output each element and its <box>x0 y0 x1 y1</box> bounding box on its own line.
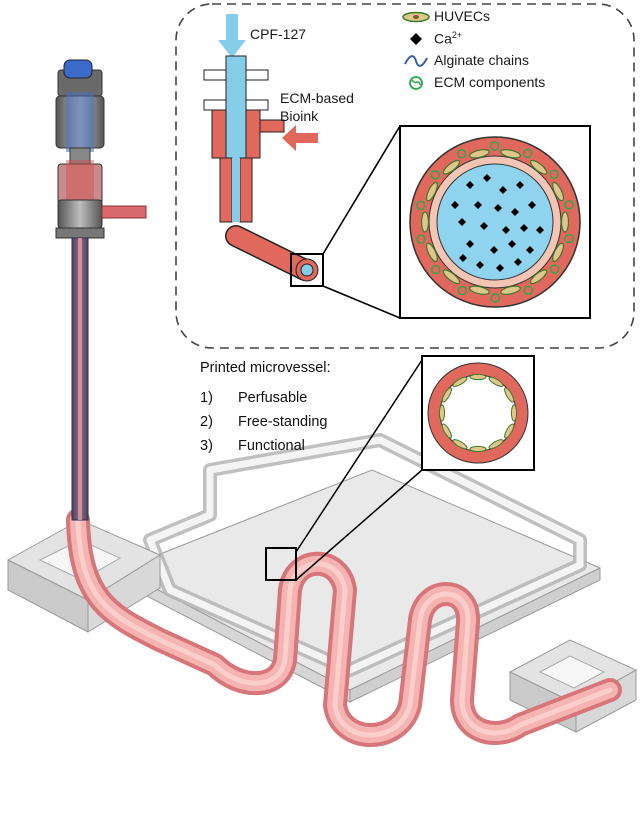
calcium-ion-dot <box>494 204 502 212</box>
inset-nozzle-cross-section <box>203 55 285 223</box>
vessel-zoom-marker <box>265 547 297 581</box>
calcium-ion-dot <box>474 201 482 209</box>
calcium-ion-dot <box>490 246 498 254</box>
ecm-component <box>523 285 533 296</box>
huvec-cell-icon <box>402 11 430 23</box>
calcium-ion-dot <box>466 181 474 189</box>
bioink-label-line1: ECM-based <box>280 90 354 106</box>
legend-label: Alginate chains <box>434 52 529 68</box>
huvec-cell <box>469 149 490 159</box>
huvec-cell <box>529 159 548 175</box>
huvec-cell <box>469 285 490 295</box>
bioink-arrow <box>282 125 318 151</box>
calcium-ion-dot <box>516 181 524 189</box>
legend-label: Ca2+ <box>434 30 463 47</box>
huvec-cell <box>488 376 504 387</box>
ecm-component <box>564 200 574 210</box>
huvec-cell <box>552 242 565 263</box>
ecm-component <box>490 293 501 303</box>
ecm-component <box>457 148 467 159</box>
huvec-cell <box>469 445 487 453</box>
calcium-ion-dot <box>483 174 491 182</box>
huvec-cell <box>438 404 446 422</box>
ecm-component <box>549 264 560 274</box>
coaxial-nozzle-assembly <box>55 59 147 521</box>
huvec-cell <box>552 181 565 202</box>
huvec-cell <box>452 376 468 387</box>
alginate-chain-icon <box>404 55 428 67</box>
vessel-cross-section-large <box>399 125 591 319</box>
calcium-ion-dot <box>536 226 544 234</box>
calcium-ion-dots <box>451 174 544 272</box>
calcium-ion-dot <box>514 258 522 266</box>
calcium-ion-dot <box>511 208 519 216</box>
huvec-cell <box>510 404 518 422</box>
calcium-ion-dot <box>476 261 484 269</box>
printed-microvessel-heading: Printed microvessel: <box>200 360 331 376</box>
ecm-component <box>522 148 533 159</box>
ecm-component <box>549 169 559 180</box>
huvec-cell <box>488 439 504 450</box>
ecm-component <box>457 285 468 296</box>
calcium-ion-dot <box>502 226 510 234</box>
legend-label: ECM components <box>434 74 546 90</box>
huvec-cell <box>425 181 438 202</box>
huvec-cell <box>504 423 515 439</box>
ecm-component <box>489 141 500 151</box>
cpf-127-label: CPF-127 <box>250 26 307 42</box>
huvec-cell <box>500 285 521 295</box>
legend: HUVECs Ca2+ Alginate chains ECM componen… <box>402 8 622 108</box>
printed-serpentine-vessel <box>66 508 622 747</box>
calcium-ion-dot <box>499 186 507 194</box>
calcium-ion-dot <box>508 240 516 248</box>
huvec-cell <box>441 423 452 439</box>
calcium-ion-dot <box>526 246 534 254</box>
calcium-ion-dot <box>528 201 536 209</box>
huvec-cell <box>500 149 521 159</box>
ecm-component <box>564 233 574 244</box>
printed-microvessel-block: Printed microvessel: 1)Perfusable 2)Free… <box>200 360 331 454</box>
huvec-cell <box>452 439 468 450</box>
cpf-127-arrow <box>218 14 246 58</box>
huvec-cell <box>504 387 515 403</box>
calcium-ion-icon <box>410 33 422 45</box>
ecm-component <box>430 170 441 180</box>
huvec-cell <box>420 211 430 233</box>
inset-dashed-frame <box>175 3 635 349</box>
calcium-ion-dot <box>459 254 467 262</box>
calcium-ion-dot <box>458 218 466 226</box>
huvec-cell <box>442 159 461 175</box>
vessel-cross-section-small <box>421 355 535 471</box>
huvec-cell <box>442 269 461 285</box>
huvec-cell <box>469 373 487 381</box>
huvec-cell <box>425 242 438 263</box>
calcium-ion-dot <box>466 240 474 248</box>
ecm-component-icon <box>409 76 423 90</box>
huvec-cell <box>560 211 570 233</box>
huvec-cell <box>529 269 548 285</box>
legend-label: HUVECs <box>434 8 491 24</box>
huvec-ring <box>416 141 574 303</box>
ecm-component <box>416 200 426 211</box>
inset-extruded-fiber <box>225 225 324 287</box>
ecm-component <box>431 264 441 275</box>
calcium-ion-dot <box>480 222 488 230</box>
calcium-ion-dot <box>451 201 459 209</box>
calcium-ion-dot <box>520 224 528 232</box>
bioink-label-line2: Bioink <box>280 108 319 124</box>
ecm-component <box>416 234 426 244</box>
huvec-cell <box>441 387 452 403</box>
calcium-ion-dot <box>496 264 504 272</box>
